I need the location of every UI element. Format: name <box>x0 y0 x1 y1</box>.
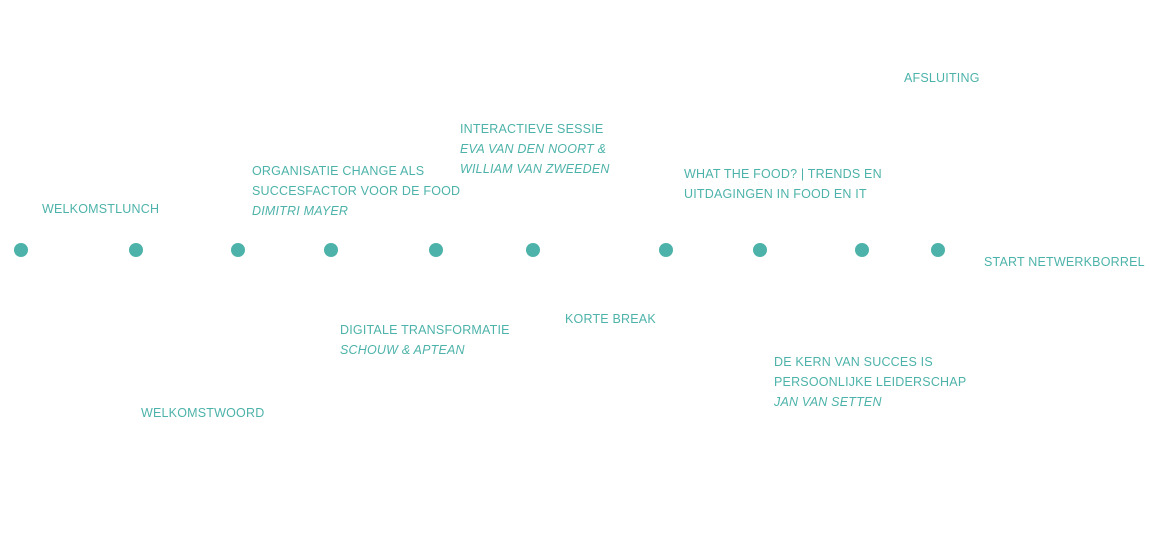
event-organisatie-change: ORGANISATIE CHANGE ALS SUCCESFACTOR VOOR… <box>252 161 460 221</box>
event-title: WELKOMSTLUNCH <box>42 202 160 216</box>
event-title: ORGANISATIE CHANGE ALS <box>252 164 425 178</box>
event-kern-van-succes: DE KERN VAN SUCCES IS PERSOONLIJKE LEIDE… <box>774 352 966 412</box>
event-title: SUCCESFACTOR VOOR DE FOOD <box>252 184 461 198</box>
event-what-the-food: WHAT THE FOOD? | TRENDS EN UITDAGINGEN I… <box>684 164 882 204</box>
event-speaker: EVA VAN DEN NOORT & <box>460 142 607 156</box>
event-korte-break: KORTE BREAK <box>565 309 656 329</box>
event-welkomstlunch: WELKOMSTLUNCH <box>42 199 159 219</box>
event-start-netwerkborrel: START NETWERKBORREL <box>984 252 1145 272</box>
event-title: INTERACTIEVE SESSIE <box>460 122 604 136</box>
event-title: DE KERN VAN SUCCES IS <box>774 355 933 369</box>
event-speaker: JAN VAN SETTEN <box>774 395 882 409</box>
timeline-dot <box>14 243 28 257</box>
event-title: PERSOONLIJKE LEIDERSCHAP <box>774 375 967 389</box>
event-afsluiting: AFSLUITING <box>904 68 980 88</box>
timeline-dot <box>659 243 673 257</box>
event-speaker: WILLIAM VAN ZWEEDEN <box>460 162 610 176</box>
timeline-dot <box>231 243 245 257</box>
event-title: UITDAGINGEN IN FOOD EN IT <box>684 187 867 201</box>
event-speaker: SCHOUW & APTEAN <box>340 343 465 357</box>
event-title: AFSLUITING <box>904 71 980 85</box>
timeline-dot <box>429 243 443 257</box>
timeline-dot <box>324 243 338 257</box>
timeline-dot <box>129 243 143 257</box>
timeline-dot <box>855 243 869 257</box>
timeline-dot <box>526 243 540 257</box>
event-title: WHAT THE FOOD? | TRENDS EN <box>684 167 882 181</box>
event-title: KORTE BREAK <box>565 312 656 326</box>
event-title: WELKOMSTWOORD <box>141 406 265 420</box>
event-digitale-transformatie: DIGITALE TRANSFORMATIE SCHOUW & APTEAN <box>340 320 510 360</box>
event-interactieve-sessie: INTERACTIEVE SESSIE EVA VAN DEN NOORT & … <box>460 119 610 179</box>
event-title: DIGITALE TRANSFORMATIE <box>340 323 510 337</box>
event-speaker: DIMITRI MAYER <box>252 204 349 218</box>
event-welkomstwoord: WELKOMSTWOORD <box>141 403 264 423</box>
timeline-dot <box>753 243 767 257</box>
event-title: START NETWERKBORREL <box>984 255 1145 269</box>
timeline-dot <box>931 243 945 257</box>
